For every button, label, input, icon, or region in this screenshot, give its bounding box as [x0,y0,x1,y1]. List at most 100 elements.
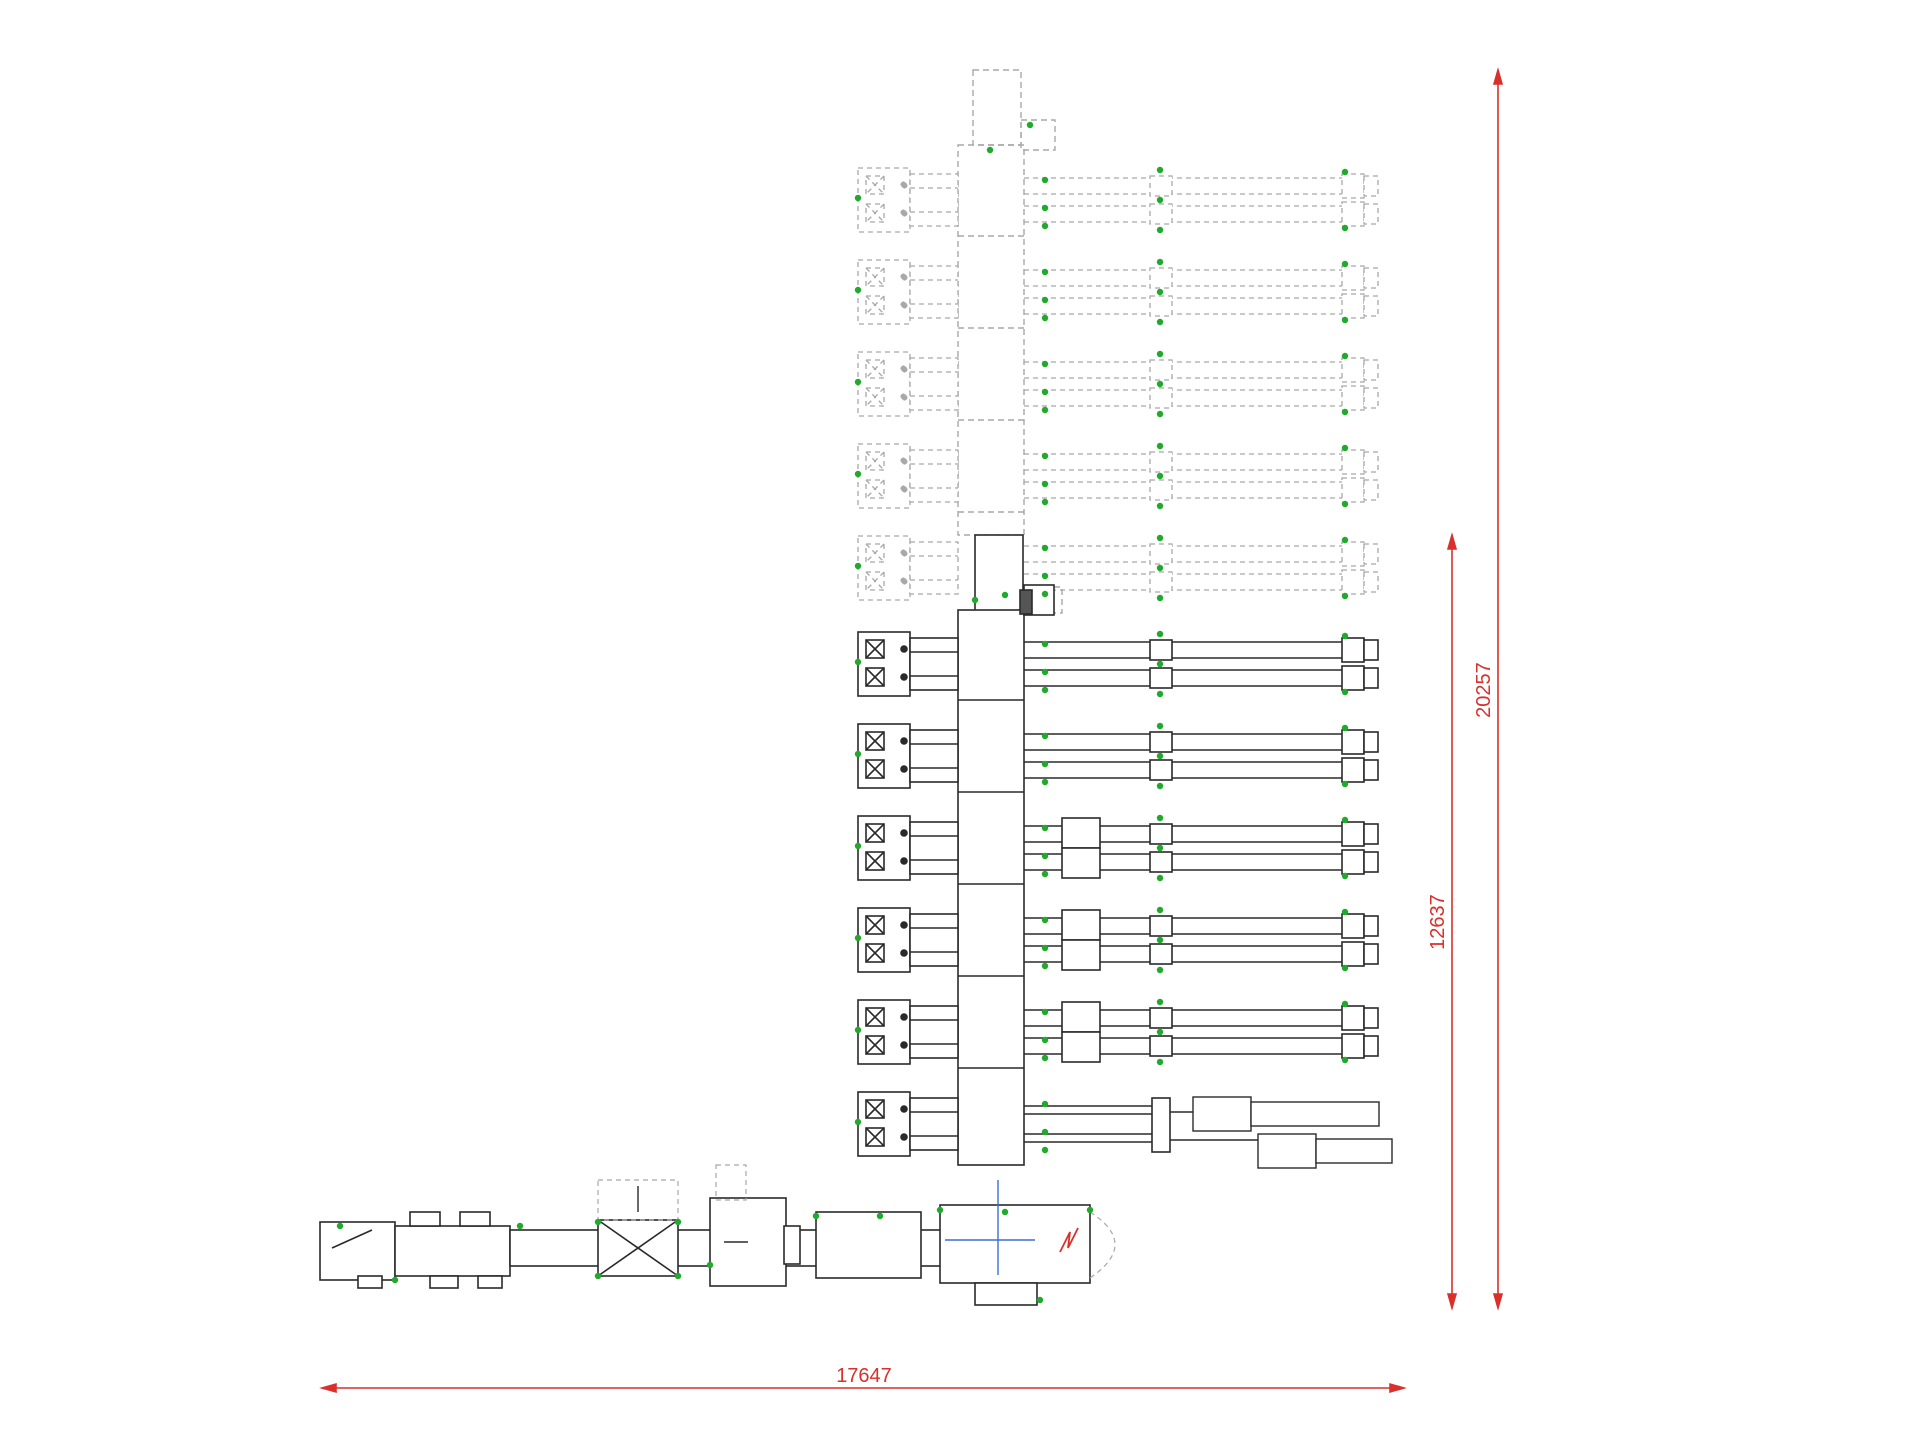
row-motor-cross [865,359,885,379]
row-valve [900,765,908,773]
dimension-lines [319,67,1504,1394]
row-motor-cross [865,851,885,871]
row-pipe-coupler [1149,943,1173,965]
row-motor-cross [865,203,885,223]
row-pipe-coupler [1149,267,1173,289]
row-pipe-end [1341,1005,1365,1031]
sensor-dot [1041,590,1049,598]
row-pipe-cap [1363,387,1379,409]
sensor-dot [674,1272,682,1280]
sensor-dot [1341,444,1349,452]
row-pipe-end [1341,941,1365,967]
row-valve [900,1041,908,1049]
row-valve [900,181,908,189]
sensor-dot [1041,1128,1049,1136]
sensor-dot [1041,824,1049,832]
row-motor-cross [865,1007,885,1027]
row-motor-cross [865,731,885,751]
installed-row-2 [857,723,1379,789]
sensor-dot [1041,360,1049,368]
row-valve [900,1013,908,1021]
row-motor-cross [865,295,885,315]
row-motor-cross [865,639,885,659]
sensor-dot [1041,406,1049,414]
row-buffer-box [1061,847,1101,879]
row-motor-cross [865,667,885,687]
row-valve [900,673,908,681]
row-pipe-cap [1363,175,1379,197]
sensor-dot [854,1118,862,1126]
sensor-dot [1156,722,1164,730]
sensor-dot [854,562,862,570]
row-motor-cross [865,1127,885,1147]
row-pipe-end [1341,385,1365,411]
sensor-dot [1041,640,1049,648]
sensor-dot [876,1212,884,1220]
row-pipe-end [1341,201,1365,227]
row-pipe-end [1341,849,1365,875]
sensor-points [336,121,1349,1304]
sensor-dot [1156,906,1164,914]
row-pipe-cap [1363,359,1379,381]
row-pipe-end [1341,449,1365,475]
row-pipe-cap [1363,639,1379,661]
row-motor-cross [865,759,885,779]
row-pipe-cap [1363,851,1379,873]
sensor-dot [854,750,862,758]
installed-branch-rows [857,631,1379,1157]
sensor-dot [854,934,862,942]
station-guide [715,1164,747,1201]
feeder-foot-b [429,1275,459,1289]
sensor-dot [854,470,862,478]
row-pipe-cap [1363,943,1379,965]
future-top-drive [1020,119,1056,151]
width-dimension-label: 17647 [836,1365,892,1387]
row-motor-cross [865,451,885,471]
sensor-dot [936,1206,944,1214]
sensor-dot [1341,1056,1349,1064]
row-pipe-end [1341,637,1365,663]
sensor-dot [1341,352,1349,360]
hub-swing-guide [1089,1211,1116,1279]
infeed-conveyor [319,1197,1091,1306]
row-pipe-coupler [1149,387,1173,409]
sensor-dot [854,1026,862,1034]
row-cabinet-module [909,1005,959,1059]
sensor-dot [1341,964,1349,972]
row-pipe-cap [1363,667,1379,689]
sensor-dot [854,194,862,202]
sensor-dot [1156,752,1164,760]
sensor-dot [971,596,979,604]
sensor-dot [1341,408,1349,416]
sensor-dot [812,1212,820,1220]
row-pipe-coupler [1149,175,1173,197]
row-cabinet-module [909,637,959,691]
sensor-dot [1156,442,1164,450]
sensor-dot [1156,226,1164,234]
width-arrow-right [1389,1382,1407,1394]
row-cabinet-module [909,821,959,875]
sensor-dot [854,378,862,386]
row-pipe-end [1341,265,1365,291]
sensor-dot [516,1222,524,1230]
row-cabinet-module [909,173,959,227]
sensor-dot [1041,268,1049,276]
sensor-dot [1156,472,1164,480]
installed-height-arrow-top [1446,532,1458,550]
row-valve [900,549,908,557]
row-pipe-coupler [1149,543,1173,565]
row-cabinet-module [909,357,959,411]
cross-transfer-x2 [597,1219,679,1277]
row-pipe-coupler [1149,359,1173,381]
row-pipe-coupler [1149,759,1173,781]
row-valve [900,645,908,653]
sensor-dot [1041,732,1049,740]
sensor-dot [1341,780,1349,788]
row-branch-joint [1151,1097,1171,1153]
sensor-dot [1156,690,1164,698]
row-pipe-end [1341,757,1365,783]
future-top-carriage [972,69,1022,146]
sensor-dot [1341,816,1349,824]
row-pipe-cap [1363,1035,1379,1057]
dispenser-units [1192,1096,1393,1169]
